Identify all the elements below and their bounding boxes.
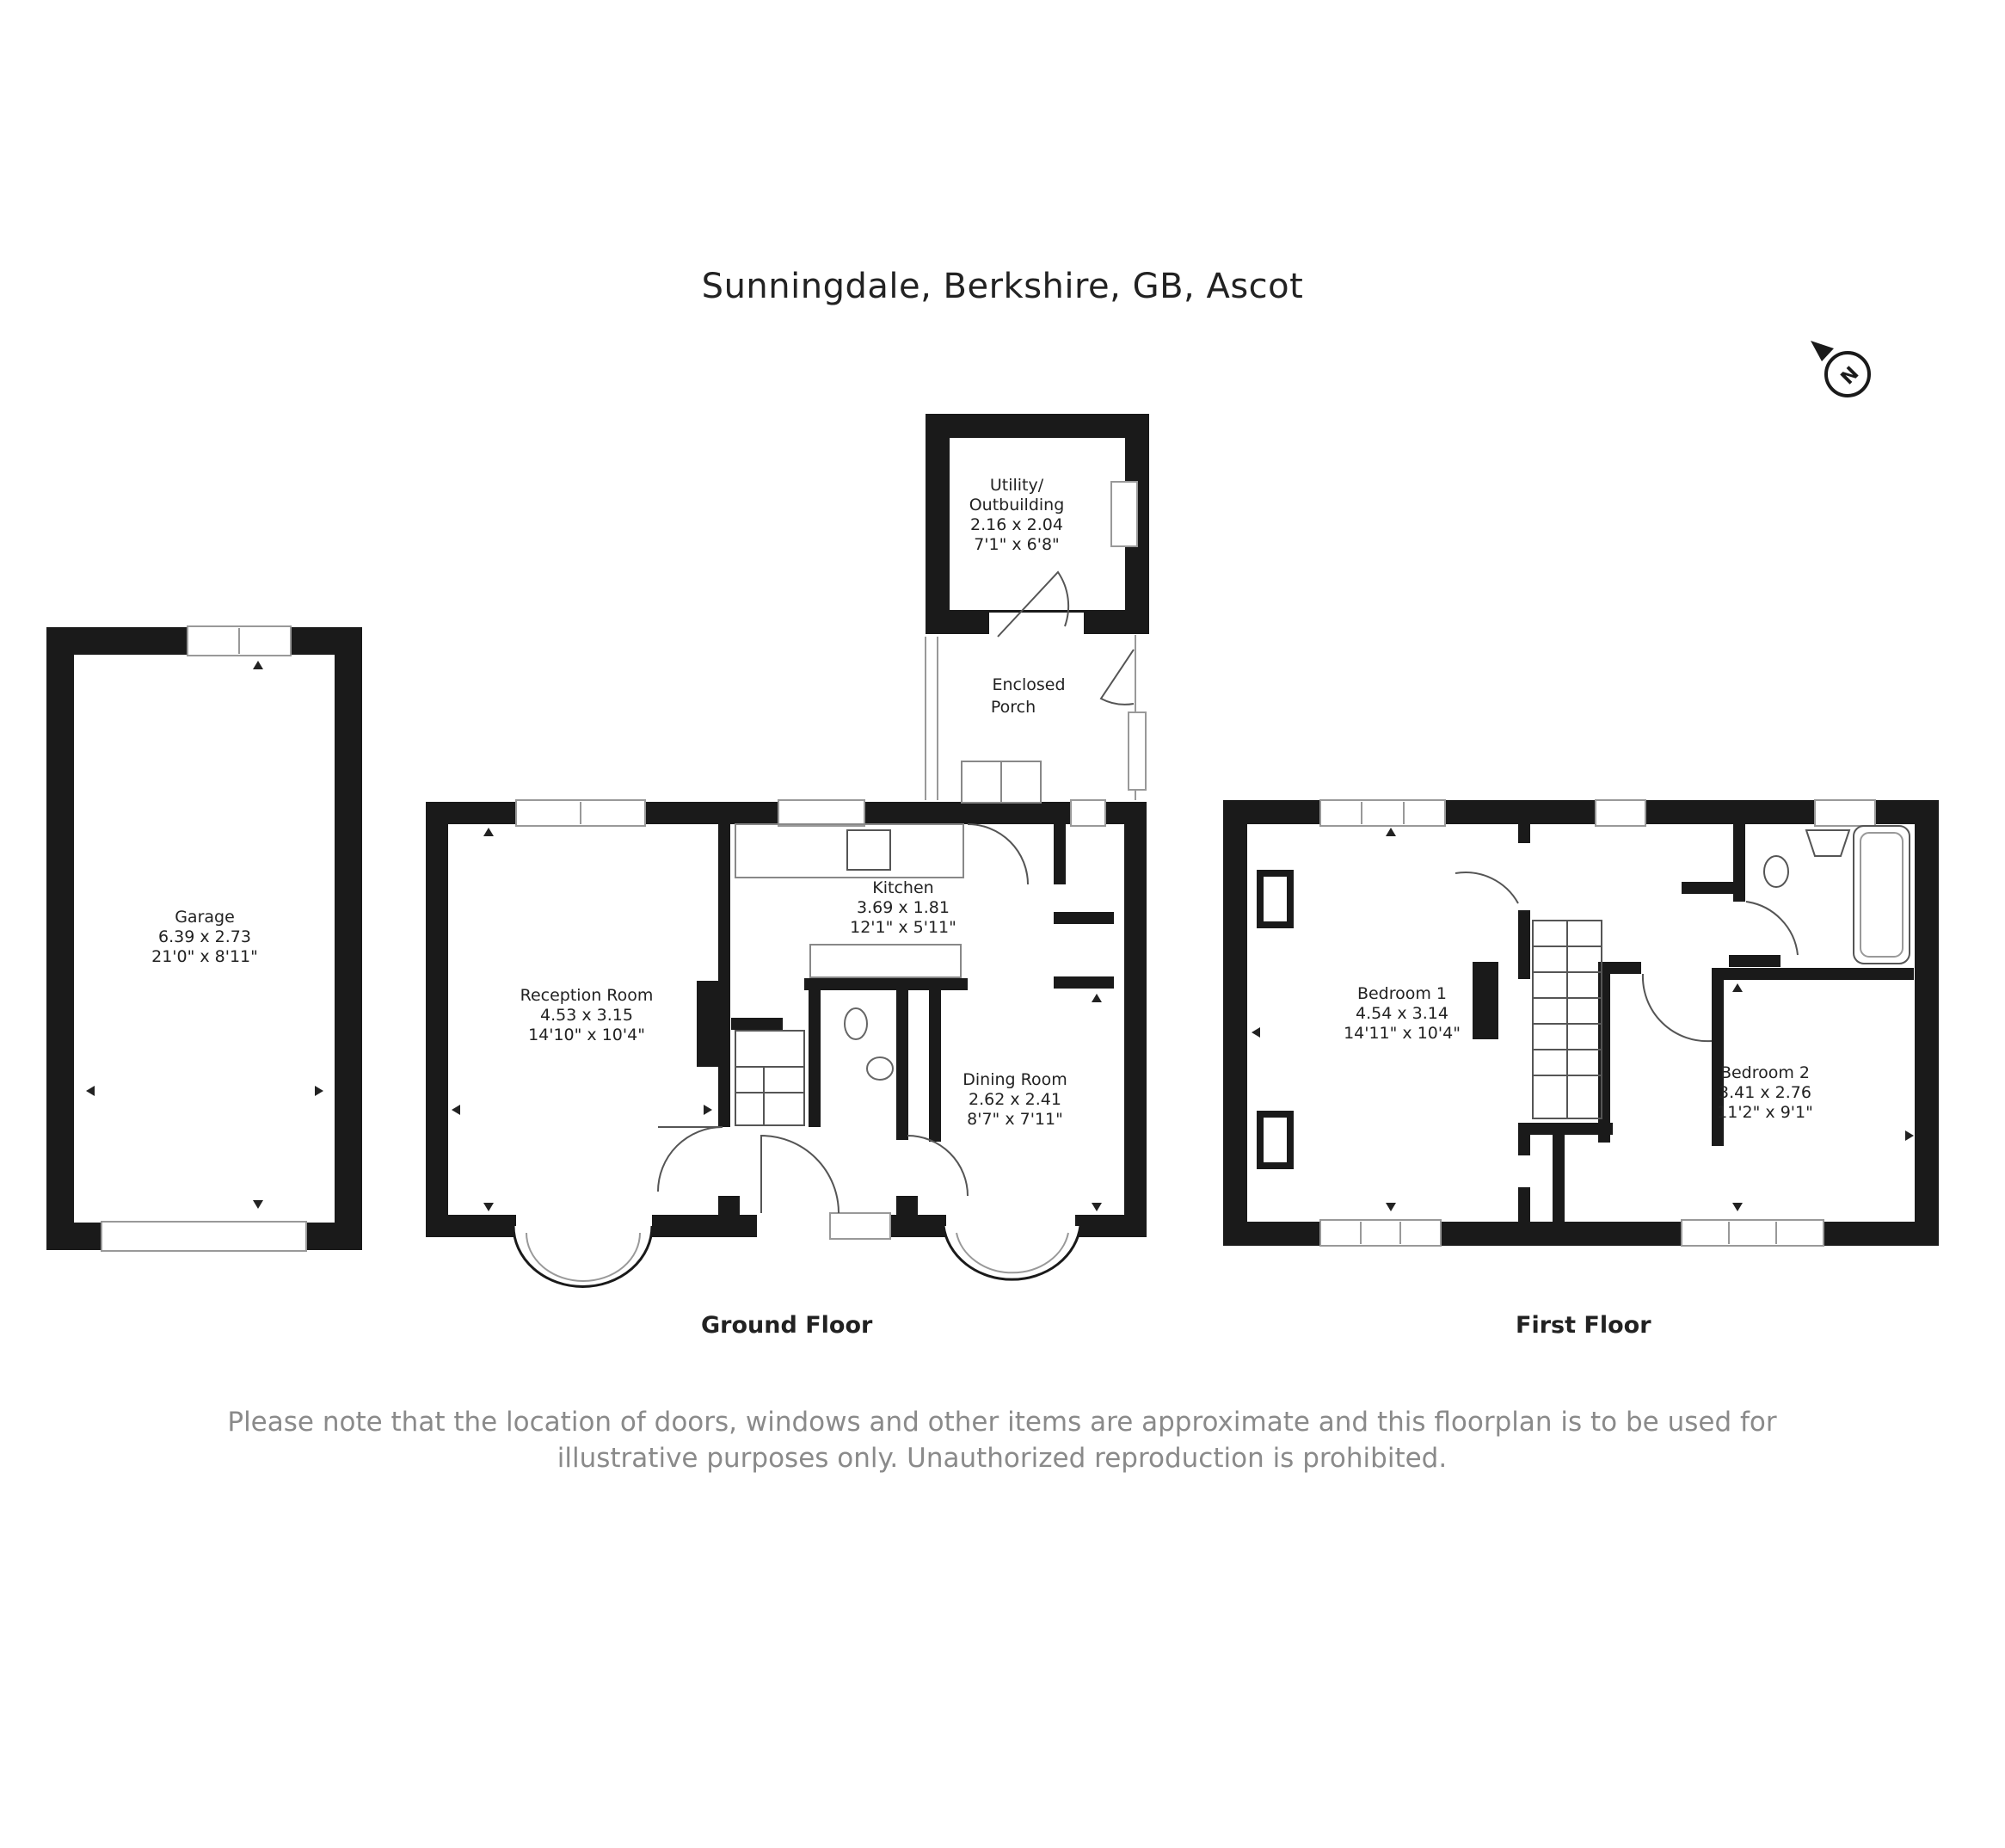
porch-name-2: Porch — [991, 698, 1036, 717]
utility-metric: 2.16 x 2.04 — [970, 515, 1063, 534]
dining-name: Dining Room — [963, 1070, 1067, 1089]
first-floor-block — [1223, 799, 1939, 1247]
kitchen-name: Kitchen — [872, 878, 933, 897]
garage-block — [46, 625, 362, 1252]
garage-imperial: 21'0" x 8'11" — [151, 947, 258, 966]
plan-title: Sunningdale, Berkshire, GB, Ascot — [701, 267, 1304, 306]
utility-imperial: 7'1" x 6'8" — [974, 535, 1060, 554]
kitchen-imperial: 12'1" x 5'11" — [850, 918, 956, 937]
room-reception: Reception Room 4.53 x 3.15 14'10" x 10'4… — [520, 986, 654, 1044]
room-porch: Enclosed Porch — [991, 675, 1066, 717]
reception-imperial: 14'10" x 10'4" — [528, 1026, 645, 1044]
bedroom2-imperial: 11'2" x 9'1" — [1717, 1103, 1813, 1122]
utility-porch-block — [925, 414, 1149, 804]
room-dining: Dining Room 2.62 x 2.41 8'7" x 7'11" — [963, 1070, 1067, 1129]
room-utility: Utility/ Outbuilding 2.16 x 2.04 7'1" x … — [969, 476, 1065, 554]
room-bedroom1: Bedroom 1 4.54 x 3.14 14'11" x 10'4" — [1344, 984, 1461, 1043]
reception-name: Reception Room — [520, 986, 654, 1005]
bedroom2-name: Bedroom 2 — [1720, 1063, 1810, 1082]
porch-name-1: Enclosed — [992, 675, 1065, 694]
first-floor-label: First Floor — [1516, 1312, 1651, 1339]
bedroom2-metric: 3.41 x 2.76 — [1719, 1083, 1811, 1102]
north-arrow-icon: N — [1811, 341, 1871, 397]
kitchen-metric: 3.69 x 1.81 — [857, 898, 950, 917]
disclaimer-text: Please note that the location of doors, … — [227, 1407, 1777, 1474]
utility-name-2: Outbuilding — [969, 496, 1065, 514]
garage-metric: 6.39 x 2.73 — [158, 927, 251, 946]
garage-name: Garage — [175, 908, 235, 927]
reception-metric: 4.53 x 3.15 — [540, 1006, 633, 1025]
dining-imperial: 8'7" x 7'11" — [967, 1110, 1063, 1129]
room-bedroom2: Bedroom 2 3.41 x 2.76 11'2" x 9'1" — [1717, 1063, 1813, 1122]
bedroom1-imperial: 14'11" x 10'4" — [1344, 1024, 1461, 1043]
ground-floor-label: Ground Floor — [701, 1312, 873, 1339]
ground-floor-block — [426, 799, 1147, 1288]
room-kitchen: Kitchen 3.69 x 1.81 12'1" x 5'11" — [850, 878, 956, 937]
bedroom1-name: Bedroom 1 — [1357, 984, 1447, 1003]
utility-name-1: Utility/ — [990, 476, 1044, 495]
dining-metric: 2.62 x 2.41 — [969, 1090, 1061, 1109]
bedroom1-metric: 4.54 x 3.14 — [1356, 1004, 1448, 1023]
room-garage: Garage 6.39 x 2.73 21'0" x 8'11" — [151, 908, 258, 966]
